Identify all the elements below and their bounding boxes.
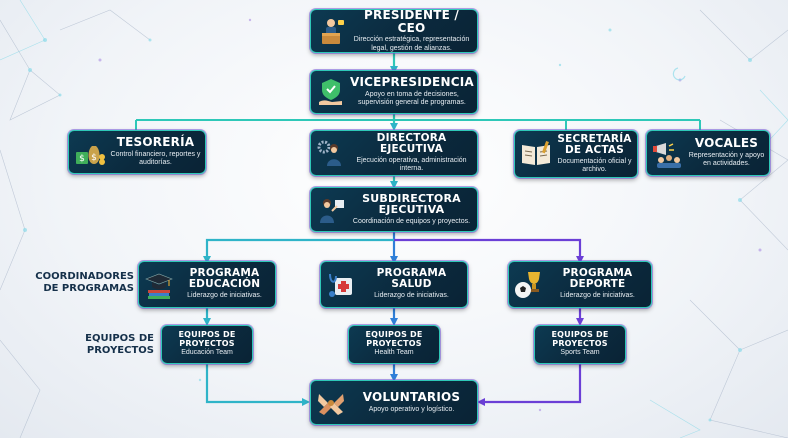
node-description: Coordinación de equipos y proyectos. — [352, 217, 471, 225]
node-programa-educacion: PROGRAMA EDUCACIÓN Liderazgo de iniciati… — [138, 261, 276, 308]
node-title: DIRECTORA EJECUTIVA — [376, 131, 447, 155]
node-title: VOCALES — [694, 136, 759, 151]
node-equipos-educacion: EQUIPOS DE PROYECTOS Educación Team — [161, 325, 253, 364]
node-title: EQUIPOS DE PROYECTOS — [365, 330, 423, 348]
podium-speaker-icon — [316, 16, 346, 46]
node-title: PROGRAMA DEPORTE — [562, 267, 633, 291]
money-bags-icon: $ $ — [74, 136, 106, 168]
open-book-icon — [520, 139, 552, 169]
node-description: Ejecución operativa, administración inte… — [356, 156, 467, 173]
node-description: Apoyo operativo y logístico. — [368, 405, 455, 413]
svg-text:$: $ — [79, 154, 85, 164]
node-programa-deporte: PROGRAMA DEPORTE Liderazgo de iniciativa… — [508, 261, 652, 308]
side-label-equipos: EQUIPOS DE PROYECTOS — [85, 333, 154, 356]
node-title: VICEPRESIDENCIA — [350, 75, 474, 90]
node-title: EQUIPOS DE PROYECTOS — [178, 330, 236, 348]
node-description: Educación Team — [181, 349, 233, 357]
graduation-cap-icon — [144, 270, 174, 300]
node-equipos-deporte: EQUIPOS DE PROYECTOS Sports Team — [534, 325, 626, 364]
node-vicepresidencia: VICEPRESIDENCIA Apoyo en toma de decisio… — [310, 70, 478, 114]
node-subdirectora-ejecutiva: SUBDIRECTORA EJECUTIVA Coordinación de e… — [310, 187, 478, 232]
node-voluntarios: VOLUNTARIOS Apoyo operativo y logístico. — [310, 380, 478, 425]
node-programa-salud: PROGRAMA SALUD Liderazgo de iniciativas. — [320, 261, 468, 308]
node-vocales: VOCALES Representación y apoyo en activi… — [646, 130, 770, 176]
svg-text:$: $ — [91, 153, 97, 163]
node-title: VOLUNTARIOS — [362, 390, 461, 404]
node-description: Liderazgo de iniciativas. — [560, 292, 635, 300]
node-description: Control financiero, reportes y auditoría… — [110, 150, 201, 167]
node-description: Documentación oficial y archivo. — [557, 157, 632, 174]
node-description: Health Team — [374, 349, 414, 357]
node-description: Sports Team — [560, 349, 600, 357]
node-description: Liderazgo de iniciativas. — [187, 292, 262, 300]
node-description: Apoyo en toma de decisiones, supervisión… — [358, 90, 466, 107]
node-title: PROGRAMA EDUCACIÓN — [188, 267, 261, 291]
side-label-coordinadores: COORDINADORES DE PROGRAMAS — [35, 271, 134, 294]
gear-person-icon — [316, 138, 346, 168]
node-description: Dirección estratégica, representación le… — [353, 36, 470, 52]
node-secretaria-de-actas: SECRETARÍA DE ACTAS Documentación oficia… — [514, 130, 638, 178]
node-title: SUBDIRECTORA EJECUTIVA — [362, 191, 461, 217]
node-equipos-salud: EQUIPOS DE PROYECTOS Health Team — [348, 325, 440, 364]
presenter-board-icon — [316, 195, 346, 225]
node-title: PRESIDENTE / CEO — [364, 8, 459, 35]
shield-hand-icon — [316, 77, 346, 107]
node-title: TESORERÍA — [116, 135, 195, 150]
stethoscope-medical-icon — [326, 270, 356, 300]
node-presidente: PRESIDENTE / CEO Dirección estratégica, … — [310, 9, 478, 53]
joined-hands-icon — [316, 388, 346, 418]
node-directora-ejecutiva: DIRECTORA EJECUTIVA Ejecución operativa,… — [310, 130, 478, 176]
node-title: SECRETARÍA DE ACTAS — [557, 132, 632, 156]
node-title: EQUIPOS DE PROYECTOS — [551, 330, 609, 348]
trophy-ball-icon — [514, 270, 544, 300]
node-title: PROGRAMA SALUD — [376, 267, 447, 291]
node-description: Liderazgo de iniciativas. — [374, 292, 449, 300]
node-tesoreria: $ $ TESORERÍA Control financiero, report… — [68, 130, 206, 174]
megaphone-group-icon — [652, 138, 684, 168]
node-description: Representación y apoyo en actividades. — [688, 151, 765, 168]
